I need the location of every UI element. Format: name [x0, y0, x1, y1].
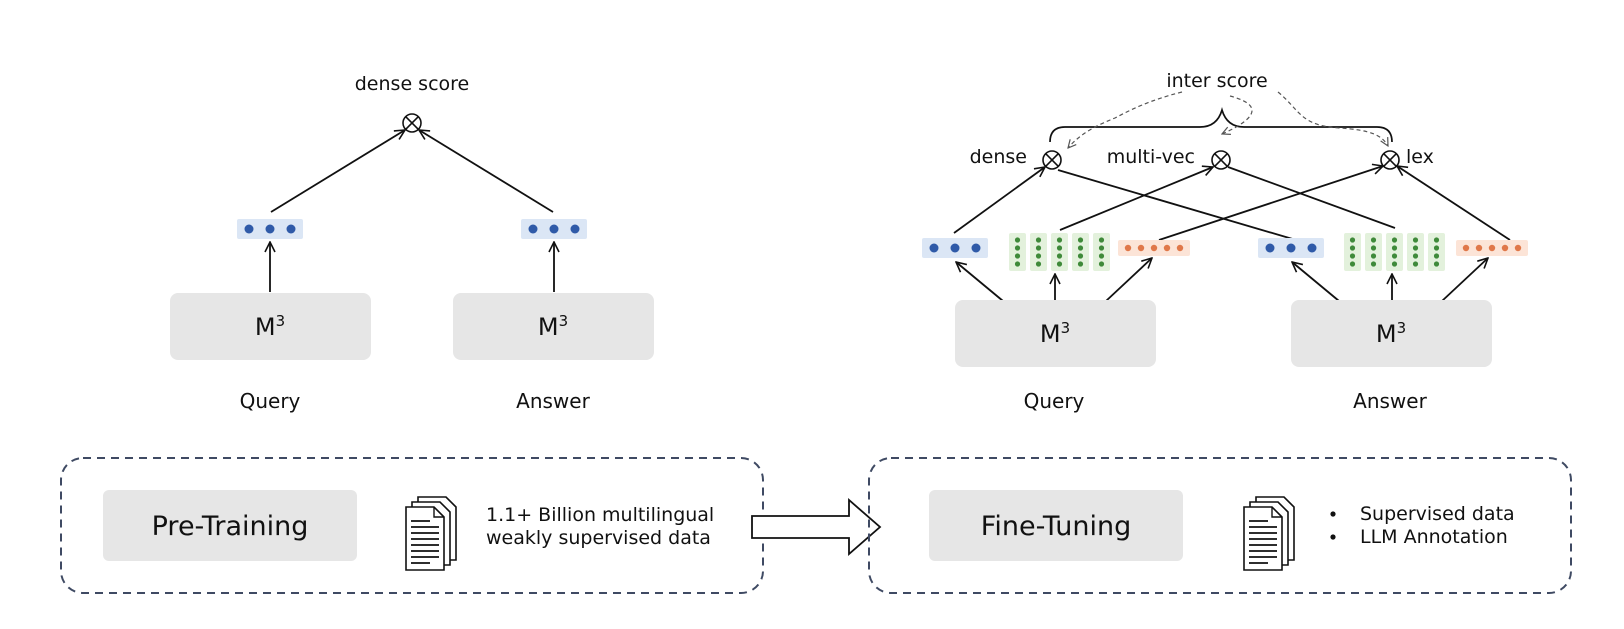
dense-otimes [1042, 150, 1062, 170]
answer-dense-vector [521, 219, 587, 239]
dashed-to-lex [1277, 91, 1388, 146]
pretraining-desc-line1: 1.1+ Billion multilingual [486, 504, 714, 526]
dense-score-otimes [402, 113, 422, 133]
svg-text:M3: M3 [1040, 319, 1070, 348]
dense-score-label: dense score [355, 73, 469, 95]
finetuning-stage: Fine-Tuning Supervised data LLM Annotati… [868, 457, 1572, 594]
query-caption: Query [240, 389, 301, 413]
encoder-name: M [255, 313, 276, 341]
answer-encoder-box: M3 [1291, 300, 1492, 367]
encoder-superscript: 3 [1397, 319, 1407, 337]
dense-label: dense [970, 146, 1027, 168]
a-lex-to-score-arrow [1397, 166, 1511, 241]
pretraining-desc-line2: weakly supervised data [486, 527, 711, 549]
finetuning-bullet-1: Supervised data [1360, 503, 1515, 525]
answer-caption: Answer [516, 389, 590, 413]
encoder-name: M [1376, 320, 1397, 348]
dashed-to-multivec [1222, 95, 1253, 134]
query-dense-vector [237, 219, 303, 239]
query-caption: Query [1024, 389, 1085, 413]
answer-caption: Answer [1353, 389, 1427, 413]
multivec-otimes [1211, 150, 1231, 170]
svg-text:M3: M3 [538, 312, 568, 341]
lex-otimes [1380, 150, 1400, 170]
query-encoder-box: M3 [170, 293, 371, 360]
answer-dense-vector [1258, 238, 1324, 258]
pretraining-label: Pre-Training [152, 511, 309, 542]
answer-encoder-box: M3 [453, 293, 654, 360]
pretraining-stage: Pre-Training 1.1+ Billion multilingual w… [60, 457, 764, 594]
lex-label: lex [1406, 146, 1434, 168]
a-multivec-to-score-line [1227, 166, 1396, 229]
svg-text:M3: M3 [255, 312, 285, 341]
finetuning-label-box [929, 490, 1183, 561]
finetuning-label: Fine-Tuning [981, 511, 1131, 542]
pretraining-dashed-border [60, 457, 764, 594]
query-lex-vector [1118, 240, 1190, 256]
inter-score-label: inter score [1166, 70, 1267, 92]
bullet-icon [1330, 511, 1336, 517]
encoder-superscript: 3 [1061, 319, 1071, 337]
a-encoder-to-dense-arrow [1292, 262, 1340, 302]
a-encoder-to-lex-arrow [1441, 258, 1488, 302]
encoder-superscript: 3 [276, 312, 286, 330]
query-dense-vector [922, 238, 988, 258]
finetuning-bullet-2: LLM Annotation [1360, 526, 1508, 548]
query-multivec-matrix [1009, 233, 1110, 271]
document-stack-icon [405, 496, 457, 571]
a-dense-to-score-line [1057, 169, 1297, 241]
encoder-superscript: 3 [559, 312, 569, 330]
document-stack-icon [1243, 496, 1295, 571]
q-lex-to-score-arrow [1158, 166, 1383, 241]
pretraining-label-box [103, 490, 357, 561]
left-panel: dense score M3 M3 [170, 73, 654, 413]
query-encoder-box: M3 [955, 300, 1156, 367]
bullet-icon [1330, 534, 1336, 540]
inter-score-brace [1049, 106, 1393, 143]
encoder-name: M [538, 313, 559, 341]
finetuning-dashed-border [868, 457, 1572, 594]
query-to-score-arrow [270, 130, 405, 213]
right-panel: inter score dense multi-vec lex [922, 70, 1528, 413]
dashed-to-dense [1068, 91, 1183, 148]
answer-lex-vector [1456, 240, 1528, 256]
q-encoder-to-dense-arrow [956, 262, 1004, 302]
multivec-label: multi-vec [1107, 146, 1195, 168]
q-encoder-to-lex-arrow [1105, 258, 1152, 302]
q-multivec-to-score-arrow [1059, 167, 1213, 231]
stage-transition-arrow [751, 498, 882, 556]
answer-to-score-arrow [419, 130, 554, 213]
q-dense-to-score-arrow [953, 167, 1045, 234]
answer-multivec-matrix [1344, 233, 1445, 271]
encoder-name: M [1040, 320, 1061, 348]
svg-text:M3: M3 [1376, 319, 1406, 348]
